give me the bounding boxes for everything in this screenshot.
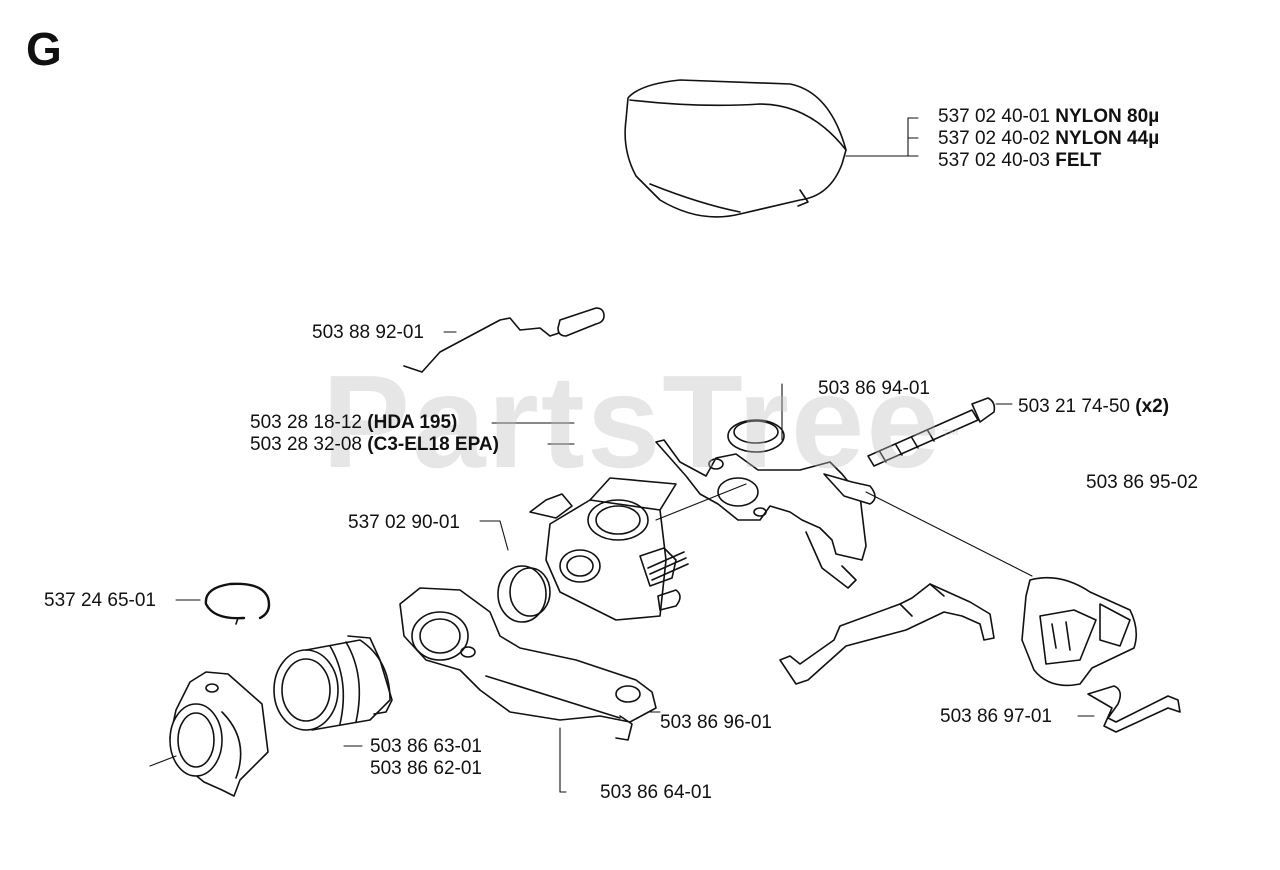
part-label-filter-felt: 537 02 40-03 FELT [938, 150, 1102, 171]
leader-lines [149, 117, 1095, 793]
intake-plate-drawing [655, 419, 876, 589]
gasket-drawing [497, 565, 551, 623]
part-label-bolt: 503 21 74-50 (x2) [1018, 396, 1170, 417]
part-label-filter-80: 537 02 40-01 NYLON 80µ [938, 106, 1160, 127]
front-flange-drawing [169, 671, 269, 797]
part-label-boot-1: 503 86 63-01 [370, 736, 482, 757]
part-label-adapter: 503 86 96-01 [660, 712, 772, 733]
carburetor-drawing [529, 477, 689, 621]
part-label-carb-c3: 503 28 32-08 (C3-EL18 EPA) [250, 434, 499, 455]
bolt-drawing [867, 397, 996, 467]
watermark: PartsTree™ [322, 348, 962, 495]
part-label-cover: 503 86 95-02 [1086, 472, 1198, 493]
part-label-gasket: 537 02 90-01 [348, 512, 460, 533]
throttle-linkage-drawing [779, 583, 995, 685]
part-label-intake-plate: 503 86 94-01 [818, 378, 930, 399]
choke-rod-drawing [403, 307, 605, 373]
cover-drawing [1021, 576, 1138, 687]
air-filter-drawing [624, 79, 847, 218]
part-label-snap-ring: 537 24 65-01 [44, 590, 156, 611]
part-label-linkage: 503 86 97-01 [940, 706, 1052, 727]
part-label-choke-rod: 503 88 92-01 [312, 322, 424, 343]
part-label-carb-hda: 503 28 18-12 (HDA 195) [250, 412, 458, 433]
part-label-manifold: 503 86 64-01 [600, 782, 712, 803]
intake-boot-drawing [273, 635, 393, 731]
spring-clip-drawing [1087, 685, 1181, 733]
part-label-filter-44: 537 02 40-02 NYLON 44µ [938, 128, 1160, 149]
part-label-boot-2: 503 86 62-01 [370, 758, 482, 779]
intake-manifold-drawing [399, 587, 657, 741]
section-letter: G [26, 23, 62, 75]
snap-ring-drawing [204, 582, 271, 625]
